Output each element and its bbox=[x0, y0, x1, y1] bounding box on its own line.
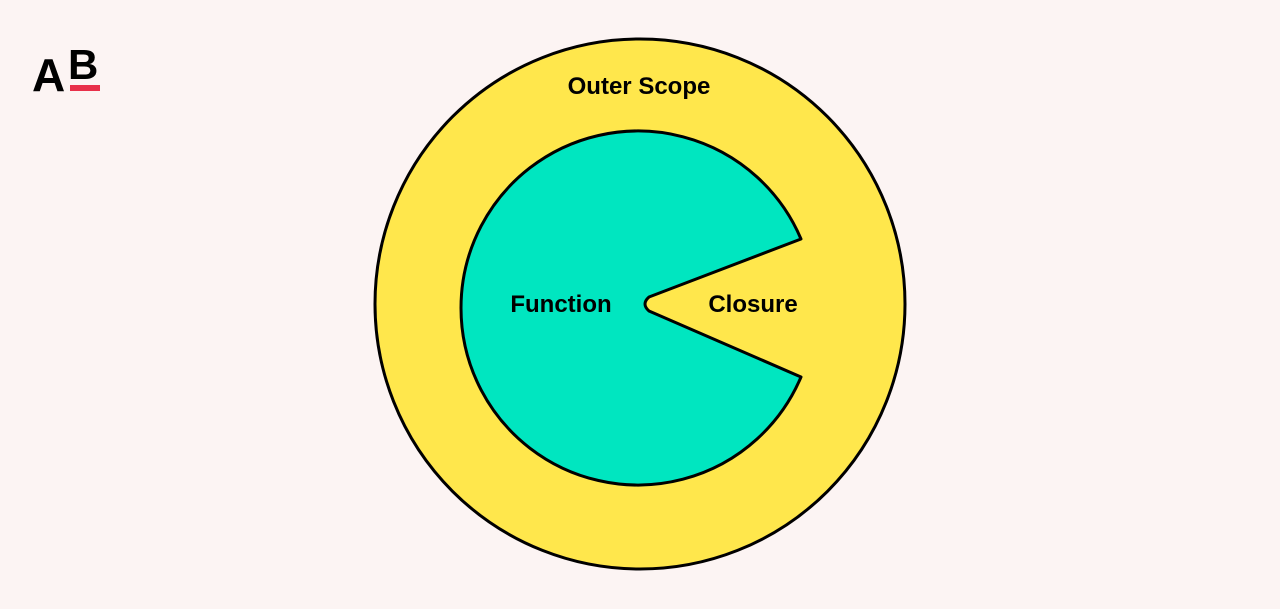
function-label: Function bbox=[510, 291, 611, 318]
logo-letter-a: A bbox=[32, 49, 65, 98]
closure-label: Closure bbox=[708, 291, 797, 318]
logo-underline bbox=[70, 85, 100, 91]
function-shape bbox=[459, 129, 803, 487]
logo-letter-b: B bbox=[68, 42, 98, 88]
logo: A B bbox=[32, 41, 104, 101]
outer-scope-label: Outer Scope bbox=[568, 73, 711, 100]
logo-svg: A B bbox=[32, 41, 100, 101]
